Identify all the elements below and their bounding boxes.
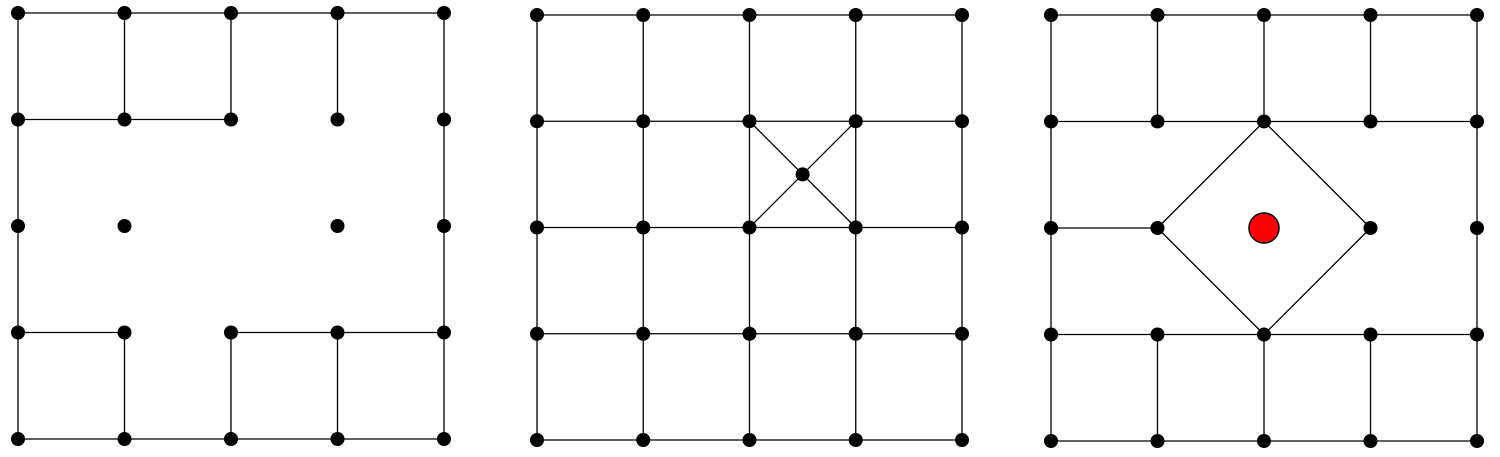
diagonal-edge (1263, 121, 1371, 229)
grid-node (1363, 327, 1378, 342)
panel-2-grid-with-crossing (530, 8, 969, 447)
grid-node (955, 114, 969, 129)
grid-node (1257, 114, 1271, 129)
grid-node (848, 8, 863, 22)
grid-node (11, 6, 25, 20)
grid-node (117, 325, 132, 340)
grid-node (530, 8, 544, 22)
grid-node (117, 432, 132, 446)
grid-node (437, 6, 451, 20)
grid-node (224, 325, 238, 340)
grid-node (848, 114, 863, 129)
grid-node (1150, 434, 1165, 448)
grid-node (330, 6, 345, 20)
grid-node (117, 6, 132, 20)
panel-1-grid-with-hole (11, 6, 451, 446)
grid-node (742, 114, 757, 129)
grid-node (530, 114, 544, 129)
grid-node (1470, 434, 1484, 448)
grid-node (1363, 221, 1378, 235)
diagonal-edge (1263, 227, 1371, 335)
grid-node (848, 326, 863, 341)
grid-node (437, 112, 451, 127)
grid-node (437, 219, 451, 233)
grid-node (1257, 8, 1271, 22)
grid-node (11, 112, 25, 127)
grid-node (330, 112, 345, 127)
grid-node (955, 326, 969, 341)
grid-node (530, 220, 544, 235)
grid-node (224, 6, 238, 20)
grid-node (11, 432, 25, 446)
grid-node (636, 8, 651, 22)
grid-node (1150, 327, 1165, 342)
grid-node (1470, 327, 1484, 342)
grid-node (1257, 434, 1271, 448)
diagonal-edge (1157, 227, 1265, 335)
grid-node (848, 220, 863, 235)
grid-node (1044, 8, 1058, 22)
grid-node (11, 325, 25, 340)
grid-node (1363, 114, 1378, 129)
grid-node (330, 219, 345, 233)
grid-node (1150, 221, 1165, 235)
grid-node (955, 8, 969, 22)
grid-node (955, 433, 969, 447)
grid-node (1044, 221, 1058, 235)
grid-node (530, 326, 544, 341)
grid-node (742, 220, 757, 235)
grid-node (437, 432, 451, 446)
grid-node (330, 432, 345, 446)
grid-node (742, 326, 757, 341)
grid-node (224, 432, 238, 446)
grid-node (1470, 221, 1484, 235)
grid-node (636, 114, 651, 129)
center-node (795, 167, 810, 182)
grid-node (636, 220, 651, 235)
grid-node (955, 220, 969, 235)
grid-node (117, 112, 132, 127)
grid-node (1044, 327, 1058, 342)
grid-node (1150, 114, 1165, 129)
grid-node (1150, 8, 1165, 22)
panel-3-grid-with-diamond (1044, 8, 1484, 448)
grid-node (1470, 8, 1484, 22)
red-marker (1248, 212, 1280, 244)
grid-node (1257, 327, 1271, 342)
grid-node (11, 219, 25, 233)
grid-node (1044, 434, 1058, 448)
grid-node (742, 8, 757, 22)
grid-node (1363, 8, 1378, 22)
grid-node (330, 325, 345, 340)
grid-node (437, 325, 451, 340)
grid-node (636, 433, 651, 447)
diagonal-edge (1157, 121, 1265, 229)
grid-node (848, 433, 863, 447)
grid-node (117, 219, 132, 233)
grid-node (636, 326, 651, 341)
grid-node (1470, 114, 1484, 129)
grid-node (224, 112, 238, 127)
grid-node (530, 433, 544, 447)
grid-node (1044, 114, 1058, 129)
grid-node (742, 433, 757, 447)
grid-node (1363, 434, 1378, 448)
